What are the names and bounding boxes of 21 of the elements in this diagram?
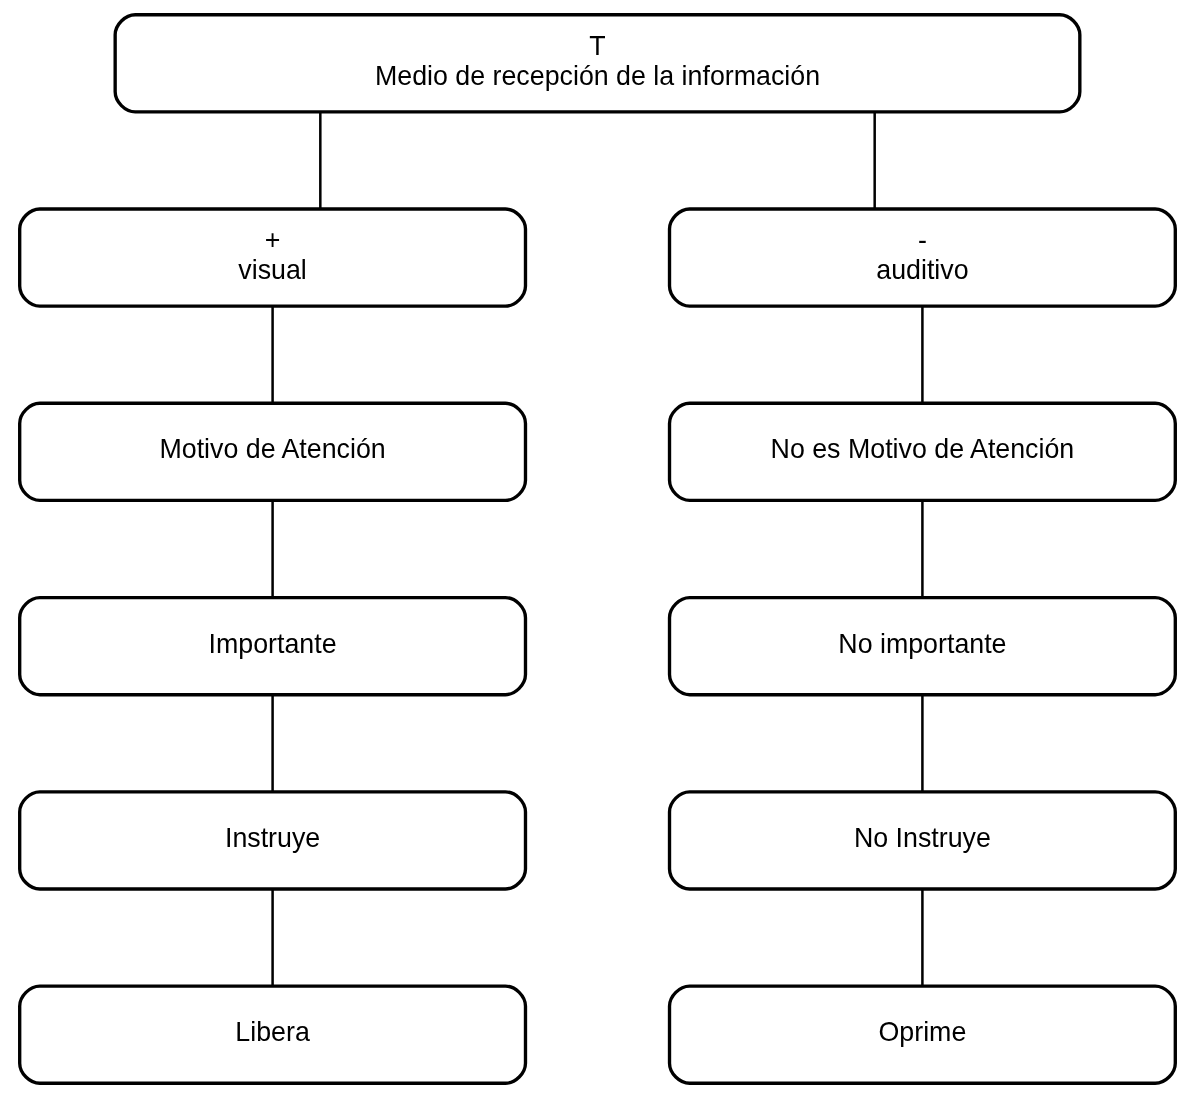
node-box: T Medio de recepción de la información [113,13,1081,114]
node-box: No importante [667,595,1177,697]
node-box: No Instruye [667,790,1177,891]
connector [270,500,274,598]
connector [270,695,274,792]
node-box: Importante [17,595,527,697]
connector [872,112,876,209]
connector [920,306,924,403]
node-box: - auditivo [667,207,1177,308]
node-box: Instruye [17,790,527,891]
node-box: No es Motivo de Atención [667,401,1177,503]
node-box: + visual [17,207,527,308]
connector [318,112,322,209]
connector [920,500,924,598]
node-box: Motivo de Atención [17,401,527,503]
node-box: Oprime [667,984,1177,1085]
connector [270,889,274,986]
node-box: Libera [17,984,527,1085]
connector [920,889,924,986]
connector [270,306,274,403]
connector [920,695,924,792]
